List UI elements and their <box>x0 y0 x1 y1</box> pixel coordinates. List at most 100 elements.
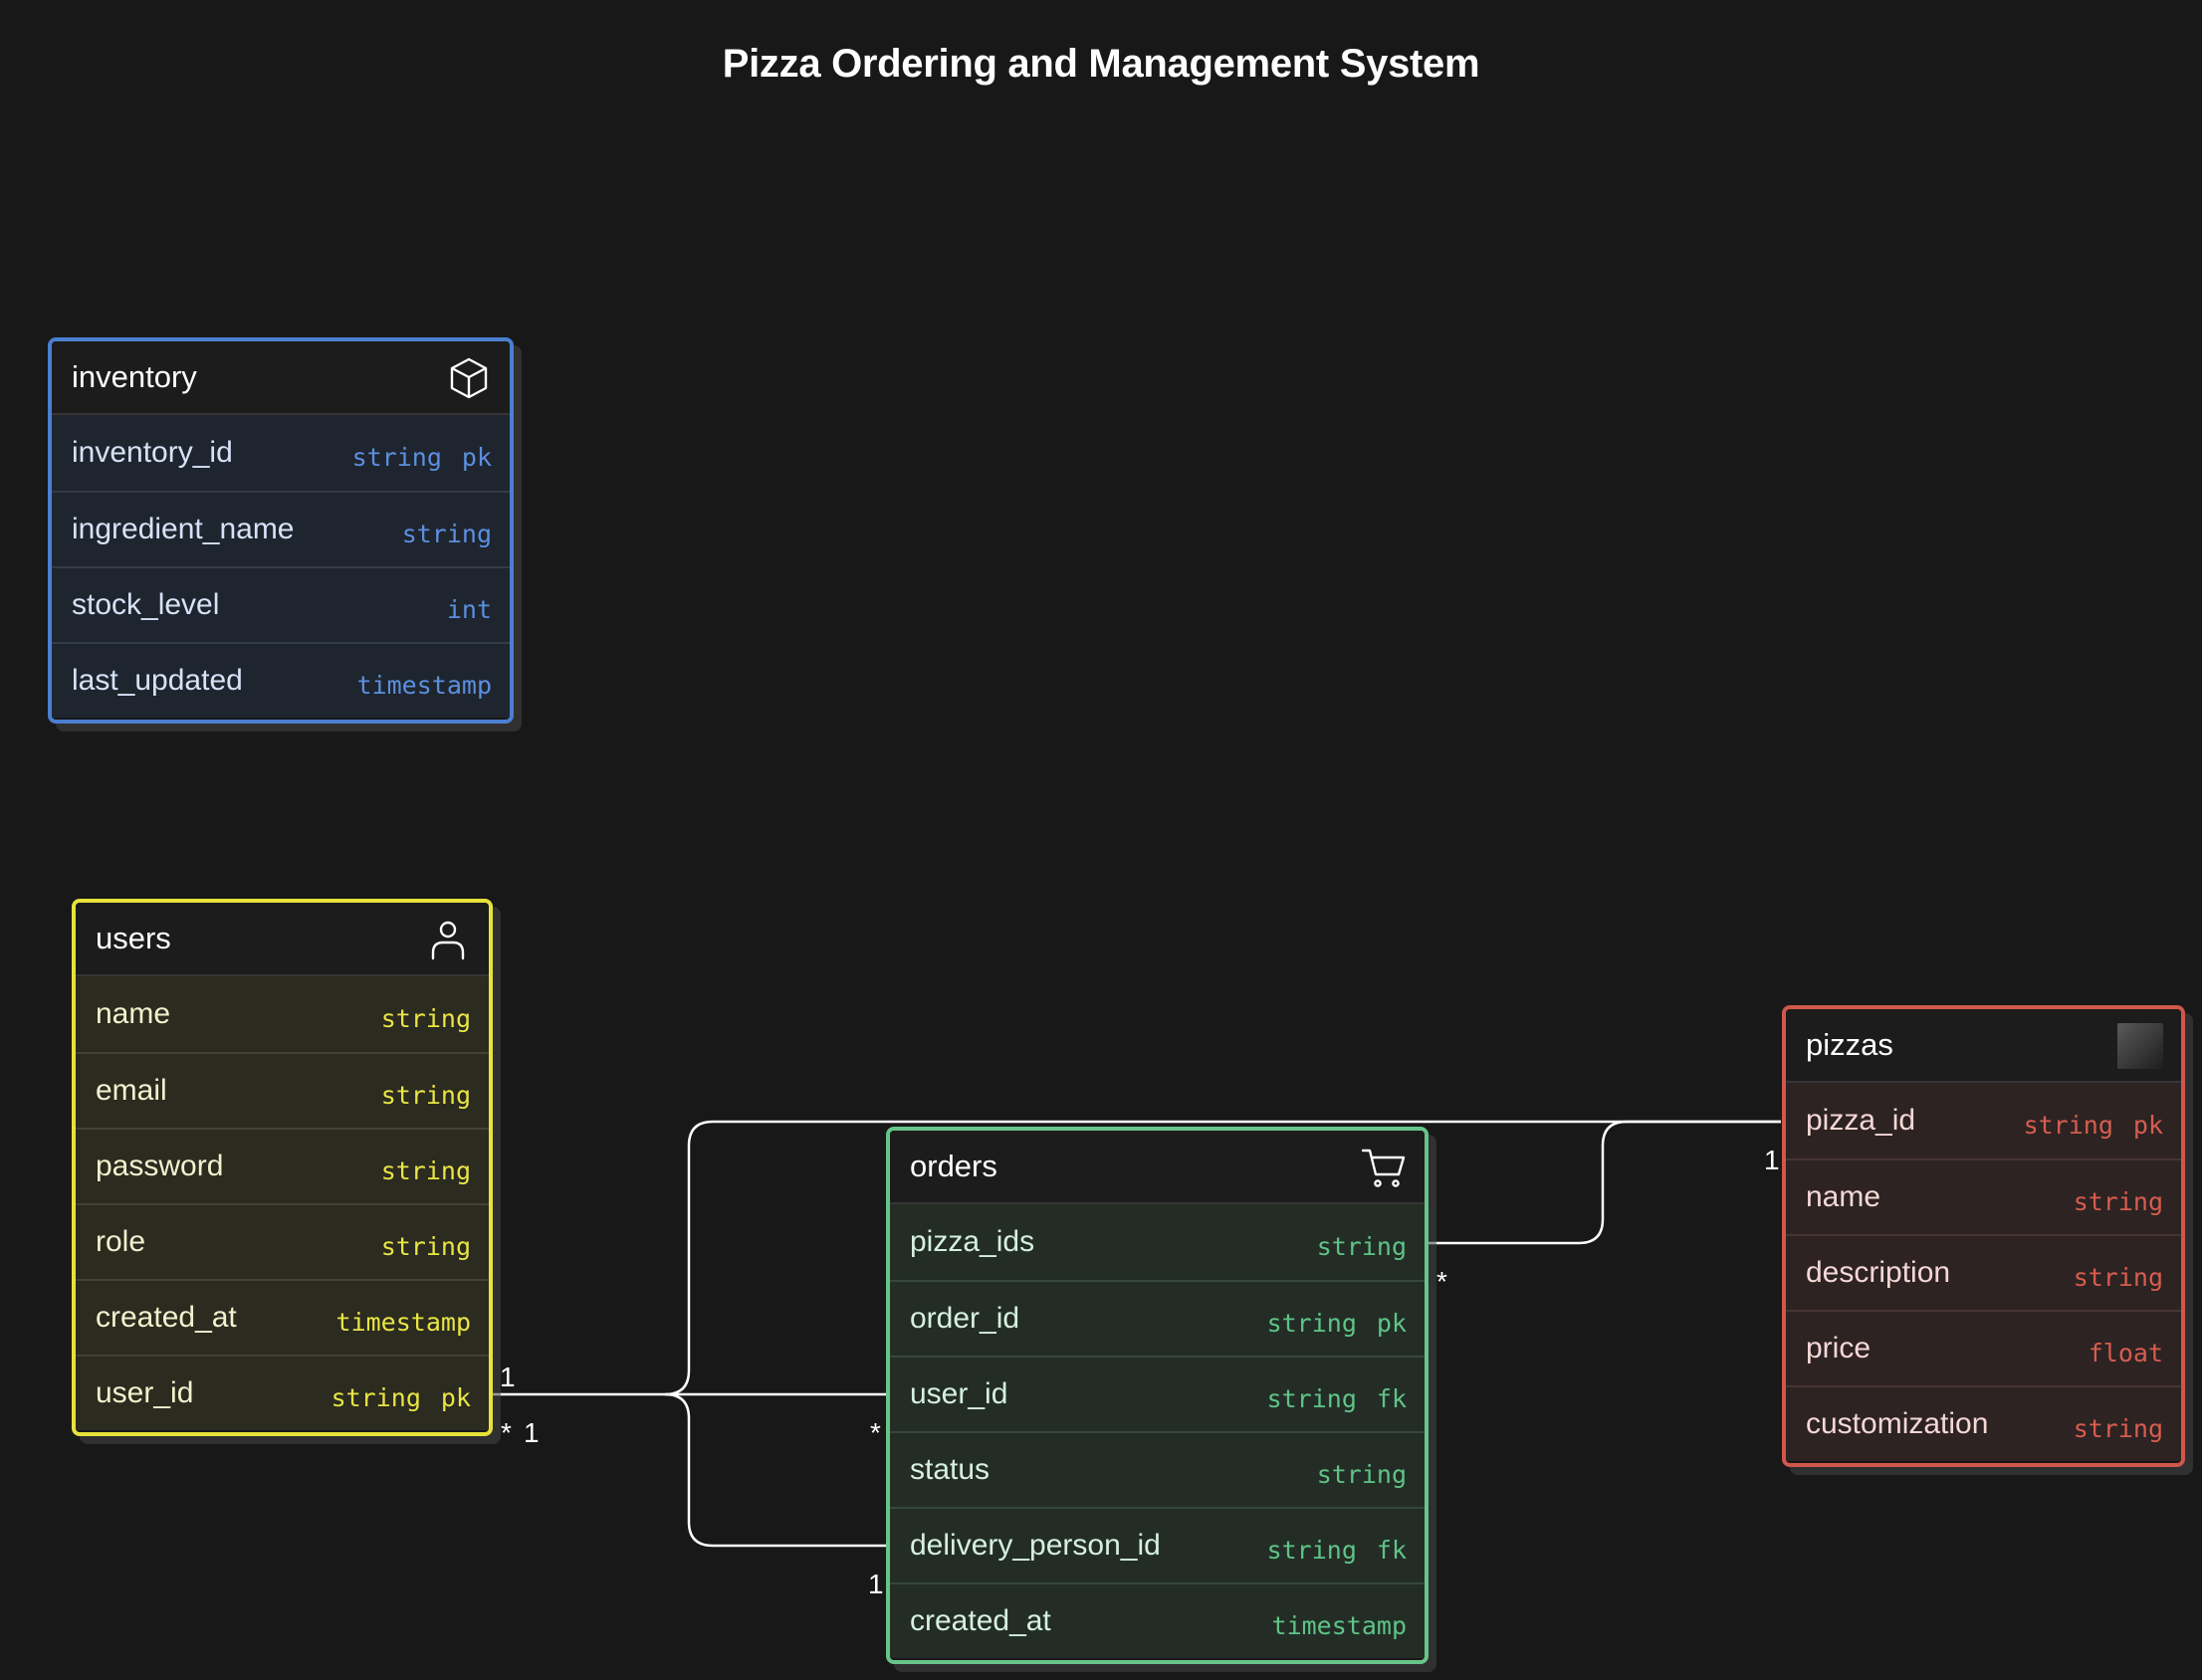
field-type: float <box>2088 1338 2163 1367</box>
field-type: string <box>380 1080 471 1110</box>
field-row-role[interactable]: role string <box>76 1203 489 1279</box>
field-key-badge: pk <box>2132 1110 2163 1140</box>
field-row-stock-level[interactable]: stock_level int <box>52 566 510 642</box>
field-name: email <box>96 1074 167 1107</box>
field-row-order-id[interactable]: order_id string pk <box>890 1280 1425 1356</box>
user-icon <box>431 921 465 960</box>
cube-icon <box>450 357 488 399</box>
table-name: orders <box>910 1149 997 1183</box>
field-row-description[interactable]: description string <box>1786 1234 2181 1310</box>
field-name: status <box>910 1453 991 1486</box>
field-key-badge: pk <box>440 1382 471 1412</box>
field-name: created_at <box>96 1301 237 1334</box>
table-users[interactable]: users name string email string password strin… <box>72 899 493 1436</box>
field-type: string <box>380 1231 471 1261</box>
cardinality-label: 1 <box>524 1417 540 1448</box>
field-row-ingredient-name[interactable]: ingredient_name string <box>52 491 510 566</box>
field-name: created_at <box>910 1604 1051 1637</box>
connector-users-orders-delivery <box>664 1392 894 1548</box>
field-type: string <box>330 1382 421 1412</box>
field-type: string <box>380 1003 471 1033</box>
field-row-last-updated[interactable]: last_updated timestamp <box>52 642 510 718</box>
field-name: description <box>1806 1256 1951 1289</box>
field-type: string <box>1316 1459 1407 1489</box>
field-type: string <box>1266 1308 1357 1338</box>
field-name: inventory_id <box>72 436 233 469</box>
field-row-delivery-person-id[interactable]: delivery_person_id string fk <box>890 1507 1425 1582</box>
field-name: name <box>1806 1180 1881 1213</box>
field-row-pizza-id[interactable]: pizza_id string pk <box>1786 1083 2181 1158</box>
field-row-email[interactable]: email string <box>76 1052 489 1128</box>
field-row-name[interactable]: name string <box>76 976 489 1052</box>
field-name: last_updated <box>72 664 243 697</box>
cardinality-label: * <box>1436 1266 1447 1297</box>
field-name: stock_level <box>72 588 220 621</box>
field-key-badge: pk <box>461 442 492 472</box>
table-header[interactable]: orders <box>890 1131 1425 1204</box>
field-row-pizza-ids[interactable]: pizza_ids string <box>890 1204 1425 1280</box>
field-type: string <box>1266 1383 1357 1413</box>
field-row-password[interactable]: password string <box>76 1128 489 1203</box>
cardinality-label: 1 <box>500 1362 516 1392</box>
field-name: password <box>96 1150 224 1182</box>
field-type: string <box>380 1155 471 1185</box>
table-header[interactable]: pizzas <box>1786 1009 2181 1083</box>
pizza-image-icon <box>2117 1023 2163 1069</box>
field-name: pizza_ids <box>910 1225 1035 1258</box>
field-name: ingredient_name <box>72 513 295 545</box>
field-type: timestamp <box>356 670 492 700</box>
field-row-price[interactable]: price float <box>1786 1310 2181 1385</box>
field-key-badge: fk <box>1376 1535 1407 1565</box>
field-name: price <box>1806 1332 1872 1365</box>
cardinality-label: * <box>870 1417 881 1448</box>
connector-users-pizzas <box>664 1120 1781 1396</box>
field-row-inventory-id[interactable]: inventory_id string pk <box>52 415 510 491</box>
field-type: string <box>351 442 442 472</box>
field-type: string <box>2073 1186 2163 1216</box>
field-row-created-at[interactable]: created_at timestamp <box>76 1279 489 1355</box>
field-type: string <box>2073 1262 2163 1292</box>
field-row-created-at[interactable]: created_at timestamp <box>890 1582 1425 1658</box>
field-key-badge: pk <box>1376 1308 1407 1338</box>
table-header[interactable]: inventory <box>52 341 510 415</box>
field-row-customization[interactable]: customization string <box>1786 1385 2181 1461</box>
table-header[interactable]: users <box>76 903 489 976</box>
field-name: delivery_person_id <box>910 1529 1161 1562</box>
field-name: customization <box>1806 1407 1989 1440</box>
field-name: user_id <box>910 1377 1008 1410</box>
field-name: user_id <box>96 1376 194 1409</box>
field-name: role <box>96 1225 146 1258</box>
table-name: pizzas <box>1806 1027 1893 1062</box>
field-type: string <box>1316 1231 1407 1261</box>
table-name: inventory <box>72 359 197 394</box>
connector-orders-pizzas <box>1420 1120 1781 1245</box>
field-key-badge: fk <box>1376 1383 1407 1413</box>
cardinality-label: 1 <box>1764 1145 1780 1175</box>
field-list: name string email string password string role s… <box>76 976 489 1430</box>
field-type: string <box>401 519 492 548</box>
field-type: timestamp <box>335 1307 471 1337</box>
field-type: int <box>446 594 492 624</box>
field-name: order_id <box>910 1302 1020 1335</box>
table-name: users <box>96 921 171 955</box>
cardinality-label: 1 <box>868 1569 884 1599</box>
field-row-user-id[interactable]: user_id string fk <box>890 1356 1425 1431</box>
field-type: string <box>2023 1110 2113 1140</box>
field-name: pizza_id <box>1806 1104 1916 1137</box>
field-row-user-id[interactable]: user_id string pk <box>76 1355 489 1430</box>
field-name: name <box>96 997 171 1030</box>
cardinality-label: * <box>501 1417 512 1448</box>
cart-icon <box>1361 1149 1406 1187</box>
diagram-title: Pizza Ordering and Management System <box>722 42 1480 86</box>
field-row-name[interactable]: name string <box>1786 1158 2181 1234</box>
field-type: timestamp <box>1271 1610 1407 1640</box>
field-row-status[interactable]: status string <box>890 1431 1425 1507</box>
field-type: string <box>1266 1535 1357 1565</box>
field-type: string <box>2073 1413 2163 1443</box>
